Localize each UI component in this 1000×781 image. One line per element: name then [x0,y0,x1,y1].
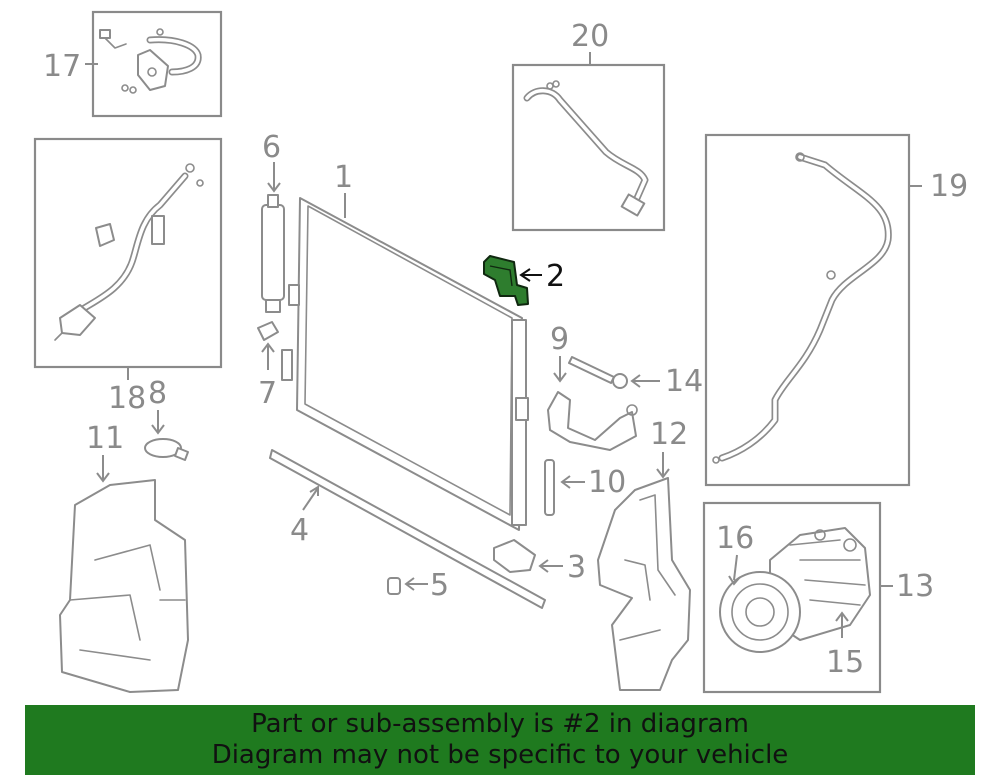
banner-line-1: Part or sub-assembly is #2 in diagram [251,709,749,739]
label-2: 2 [546,259,565,294]
part-1-condenser [281,193,529,531]
part-11-air-guide [59,455,189,693]
label-15: 15 [826,645,864,680]
banner-line-2: Diagram may not be specific to your vehi… [211,740,789,770]
part-19-pipe-box [704,133,922,487]
part-10-seal [544,459,585,516]
label-18: 18 [108,381,146,416]
label-17: 17 [43,49,81,84]
info-banner: Part or sub-assembly is #2 in diagram Di… [25,705,975,775]
label-14: 14 [665,364,703,399]
label-11: 11 [86,421,124,456]
label-9: 9 [550,322,569,357]
part-20-pipe-box [511,52,666,232]
part-9-bracket [547,356,638,451]
label-19: 19 [930,169,968,204]
part-4-seal-strip [269,449,546,609]
parts-diagram: 17 18 20 19 [33,10,968,694]
label-7: 7 [258,376,277,411]
label-10: 10 [588,465,626,500]
part-7-cap [257,321,279,370]
label-3: 3 [567,550,586,585]
part-2-bracket-highlighted [483,255,542,306]
label-4: 4 [290,513,309,548]
part-17-hose-box [85,10,223,118]
label-5: 5 [430,568,449,603]
label-1: 1 [334,160,353,195]
part-3-mount [493,539,563,573]
label-12: 12 [650,417,688,452]
part-18-hose-box [33,137,223,380]
label-16: 16 [716,521,754,556]
part-13-compressor-box [702,501,893,694]
label-8: 8 [148,376,167,411]
part-8-clamp [144,410,189,461]
label-20: 20 [571,19,609,54]
label-6: 6 [262,130,281,165]
part-6-receiver-drier [261,162,285,313]
label-13: 13 [896,569,934,604]
part-5-clip [387,577,428,595]
part-12-air-guide [597,452,691,691]
part-14-bolt [568,356,660,389]
